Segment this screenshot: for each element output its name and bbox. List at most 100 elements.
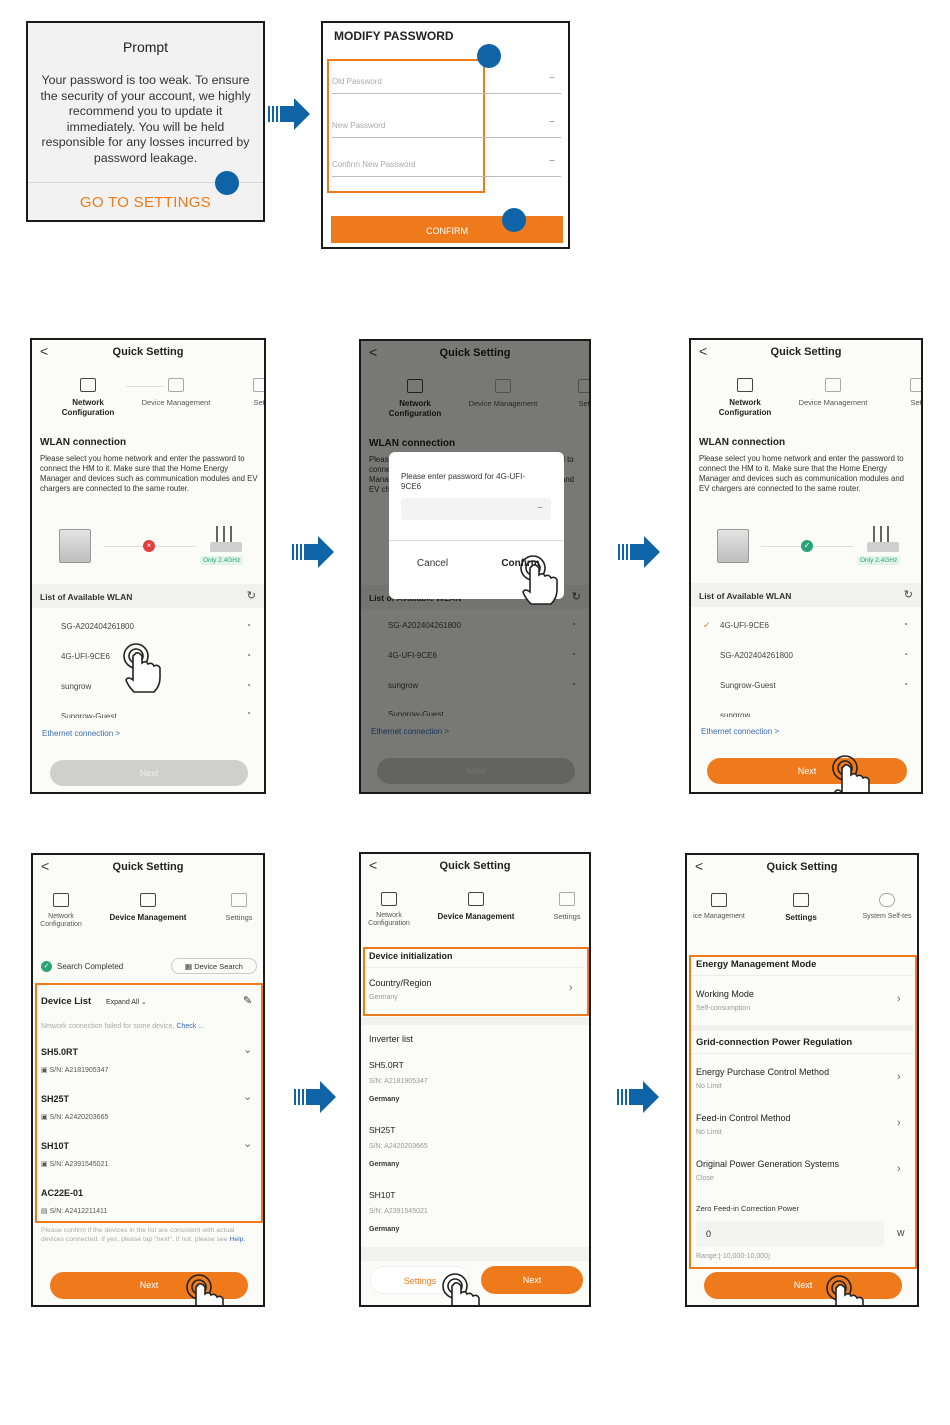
chevron-right-icon: > <box>115 729 121 738</box>
network-icon <box>80 378 96 392</box>
step-settings: Settings <box>545 892 589 921</box>
inverter-model: SH10T <box>369 1190 396 1200</box>
chevron-right-icon[interactable]: › <box>897 1163 901 1175</box>
expand-all-toggle[interactable]: Expand All ⌄ <box>106 999 147 1006</box>
confirm-devices-note: Please confirm if the devices in the lis… <box>41 1227 246 1243</box>
wlan-list-header: List of Available WLAN ↻ <box>32 584 264 608</box>
feedin-method-label[interactable]: Feed-in Control Method <box>696 1113 791 1123</box>
confirm-button[interactable]: CONFIRM <box>331 216 563 243</box>
old-password-field[interactable]: Old Password <box>332 77 382 86</box>
next-button[interactable]: Next <box>707 758 907 784</box>
device-model: SH10T <box>41 1141 70 1151</box>
step-device: Device Management <box>433 892 519 922</box>
ethernet-link[interactable]: Ethernet connection > <box>701 727 780 736</box>
unit-label: W <box>897 1229 905 1238</box>
section-gap <box>691 1025 913 1031</box>
back-icon[interactable]: < <box>40 343 49 359</box>
wlan-item-selected[interactable]: 4G-UFI-9CE6 <box>720 621 769 630</box>
back-icon[interactable]: < <box>699 343 708 359</box>
eye-closed-icon[interactable]: ⌣ <box>549 155 555 165</box>
chevron-down-icon: ⌄ <box>141 999 147 1006</box>
wifi-icon: ◔ <box>246 621 251 630</box>
wifi-lock-icon: ◔ <box>246 681 251 690</box>
cloud-icon <box>879 893 895 907</box>
dialog-confirm-button[interactable]: Confirm <box>501 558 540 569</box>
next-button[interactable]: Next <box>481 1266 583 1294</box>
chevron-down-icon[interactable]: ⌄ <box>243 1091 253 1103</box>
wlan-item[interactable]: sungrow <box>720 711 751 717</box>
band-badge: Only 2.4GHz <box>857 556 901 565</box>
help-link[interactable]: Help. <box>229 1236 246 1243</box>
eye-closed-icon[interactable]: ⌣ <box>549 72 555 82</box>
chevron-right-icon[interactable]: › <box>897 1117 901 1129</box>
back-icon[interactable]: < <box>369 857 378 873</box>
step-network: Network Configuration <box>703 378 787 417</box>
dialog-password-input[interactable]: ⌣ <box>401 498 551 520</box>
wlan-item[interactable]: SG-A202404261800 <box>61 622 134 631</box>
wlan-item[interactable]: Sungrow-Guest <box>720 681 776 690</box>
network-warning: Network connection failed for some devic… <box>41 1023 205 1030</box>
arrow-right-icon <box>617 1081 659 1113</box>
chevron-right-icon[interactable]: › <box>569 982 573 994</box>
inverter-sn: S/N: A2391545021 <box>369 1208 428 1215</box>
field-underline <box>332 176 561 177</box>
eye-closed-icon[interactable]: ⌣ <box>549 116 555 126</box>
check-link[interactable]: Check ... <box>176 1023 205 1030</box>
device-search-icon: ▦ <box>185 962 193 971</box>
step-settings: Setti <box>903 378 921 407</box>
footer-bar <box>361 1247 589 1261</box>
chevron-right-icon[interactable]: › <box>897 993 901 1005</box>
device-sn: ▤ S/N: A2412211411 <box>41 1208 108 1215</box>
chevron-down-icon[interactable]: ⌄ <box>243 1044 253 1056</box>
edit-icon[interactable]: ✎ <box>243 995 253 1007</box>
device-model: SH5.0RT <box>41 1047 79 1057</box>
next-button[interactable]: Next <box>704 1272 902 1299</box>
chevron-right-icon[interactable]: › <box>897 1071 901 1083</box>
wlan-item[interactable]: Sungrow-Guest <box>61 712 117 718</box>
device-search-button[interactable]: ▦ Device Search <box>171 958 257 974</box>
confirm-password-field[interactable]: Confirm New Password <box>332 160 416 169</box>
dialog-cancel-button[interactable]: Cancel <box>416 558 449 569</box>
screen-title: Quick Setting <box>439 860 511 872</box>
inverter-country: Germany <box>369 1226 400 1233</box>
original-systems-label[interactable]: Original Power Generation Systems <box>696 1159 840 1169</box>
search-completed-label: Search Completed <box>57 962 124 971</box>
marker-dot <box>502 208 526 232</box>
wlan-item[interactable]: sungrow <box>61 682 92 691</box>
wlan-title: WLAN connection <box>699 437 786 448</box>
inverter-model: SH5.0RT <box>369 1060 404 1070</box>
range-label: Range:[-10,000-10,000] <box>696 1253 770 1260</box>
next-button-disabled[interactable]: Next <box>50 760 248 786</box>
original-systems-value: Close <box>696 1175 714 1182</box>
hand-pointer-icon <box>520 555 558 605</box>
charger-icon: ▤ <box>41 1208 48 1215</box>
back-icon[interactable]: < <box>695 858 704 874</box>
wlan-item[interactable]: 4G-UFI-9CE6 <box>61 652 110 661</box>
refresh-icon[interactable]: ↻ <box>246 590 256 602</box>
device-done-icon <box>711 893 727 907</box>
working-mode-label[interactable]: Working Mode <box>696 989 754 999</box>
wlan-item[interactable]: SG-A202404261800 <box>720 651 793 660</box>
device-init-title: Device initialization <box>369 951 453 961</box>
hand-pointer-icon <box>442 1273 480 1305</box>
purchase-method-label[interactable]: Energy Purchase Control Method <box>696 1067 830 1077</box>
grid-section-title: Grid-connection Power Regulation <box>696 1037 853 1048</box>
chevron-down-icon[interactable]: ⌄ <box>243 1138 253 1150</box>
energy-manager-image <box>717 529 749 563</box>
eye-closed-icon[interactable]: ⌣ <box>537 502 543 512</box>
ethernet-link[interactable]: Ethernet connection > <box>42 729 121 738</box>
network-icon <box>737 378 753 392</box>
inverter-country: Germany <box>369 1096 400 1103</box>
refresh-icon[interactable]: ↻ <box>903 589 913 601</box>
screen-title: Quick Setting <box>112 861 184 873</box>
new-password-field[interactable]: New Password <box>332 121 386 130</box>
step-settings: Settings <box>217 893 261 922</box>
go-to-settings-button[interactable]: GO TO SETTINGS <box>79 194 212 211</box>
country-label[interactable]: Country/Region <box>369 978 432 988</box>
inverter-list-title: Inverter list <box>369 1034 414 1044</box>
settings-icon <box>559 892 575 906</box>
marker-dot <box>215 171 239 195</box>
inverter-model: SH25T <box>369 1125 396 1135</box>
back-icon[interactable]: < <box>41 858 50 874</box>
zero-feedin-input[interactable]: 0 <box>696 1221 884 1247</box>
